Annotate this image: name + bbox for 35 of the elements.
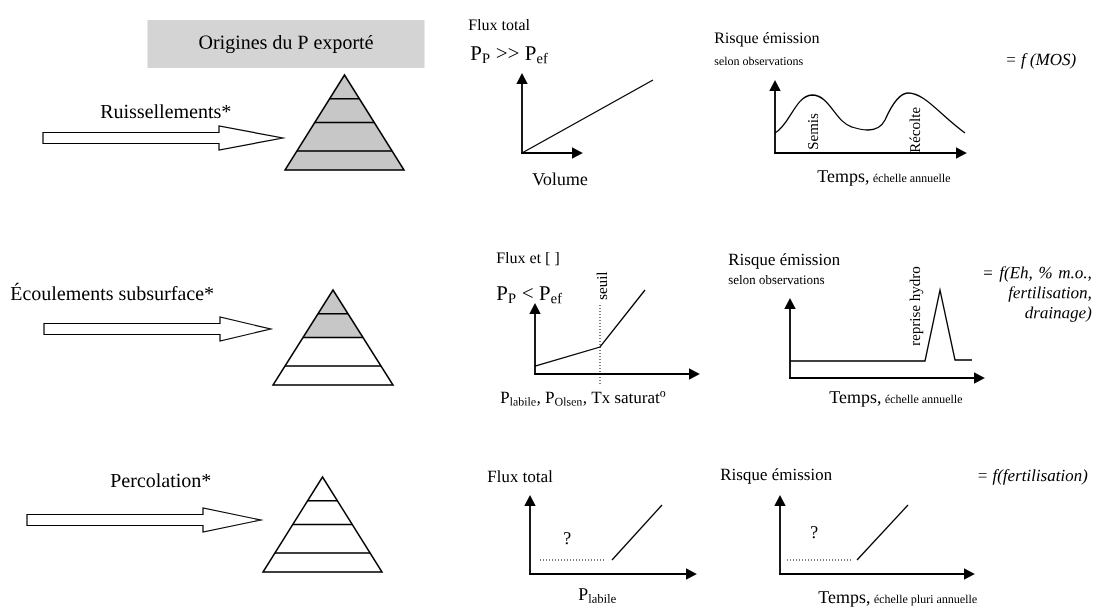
- axis-title: Risque émission: [728, 253, 840, 269]
- axis-title: Risque émission: [720, 468, 832, 484]
- question-mark: ?: [564, 532, 571, 545]
- question-mark: ?: [811, 526, 818, 539]
- axis-label: Temps,: [829, 391, 881, 407]
- threshold-label: seuil: [596, 271, 608, 300]
- axis-title: Flux total: [468, 18, 530, 31]
- peak-label: reprise hydro: [909, 266, 924, 346]
- peak-label: Semis: [808, 113, 819, 149]
- function-text: = f(fertilisation): [978, 469, 1088, 485]
- arrow-label: Écoulements subsurface*: [10, 282, 214, 301]
- hollow-arrow: [43, 316, 274, 342]
- axis-subtitle: selon observations: [714, 56, 803, 66]
- arrow-label: Percolation*: [110, 473, 211, 488]
- title-band: Origines du P exporté: [147, 20, 425, 68]
- hollow-arrow: [26, 507, 264, 533]
- function-text: = f(Eh, % m.o., fertilisation, drainage): [984, 266, 1092, 322]
- arrow-label: Ruissellements*: [100, 104, 231, 119]
- axis-title: Risque émission: [714, 31, 820, 47]
- axis-title: Flux et [ ]: [496, 251, 559, 266]
- axis-subtitle: selon observations: [728, 275, 825, 285]
- axis-label: P$_{labile}$: [578, 588, 616, 603]
- axis-label: Volume: [532, 172, 588, 186]
- axis-label: Temps,: [818, 591, 870, 607]
- axis-label: échelle pluri annuelle: [874, 594, 977, 606]
- formula-text: P$_{P}$ < P$_{ef}$: [496, 286, 562, 304]
- hollow-arrow: [42, 125, 287, 151]
- axis-label: P$_{labile}$, P$_{Olsen}$, Tx saturat$^{o}$: [500, 391, 666, 406]
- axis-label: échelle annuelle: [873, 173, 951, 183]
- function-text: = f (MOS): [1007, 53, 1076, 69]
- formula-text: P$_{P}$ >> P$_{ef}$: [470, 46, 548, 64]
- axis-label: Temps,: [817, 170, 869, 186]
- axis-title: Flux total: [487, 470, 553, 483]
- peak-label: Récolte: [909, 107, 921, 153]
- axis-label: échelle annuelle: [885, 394, 963, 404]
